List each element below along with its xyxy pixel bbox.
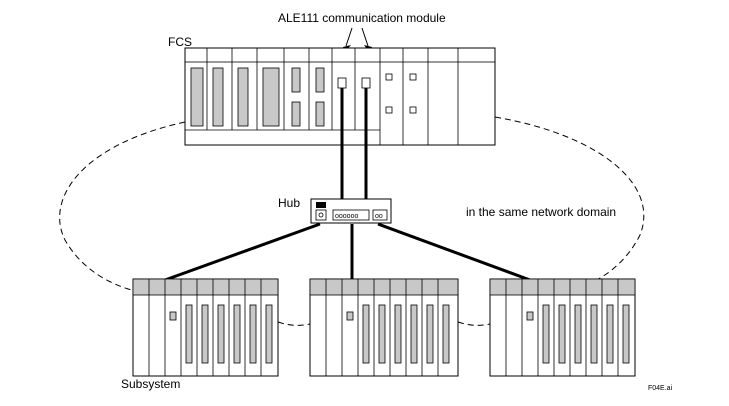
svg-text:oo: oo xyxy=(375,213,383,220)
hub-label: Hub xyxy=(278,196,300,210)
svg-text:oooooo: oooooo xyxy=(335,213,358,220)
fcs-label: FCS xyxy=(168,35,192,49)
figure-id: F04E.ai xyxy=(648,385,673,392)
network-domain-boundary-right xyxy=(494,116,645,286)
subsystem-rack-1 xyxy=(132,278,279,377)
cable-hub-sub3 xyxy=(377,222,531,282)
fcs-rack xyxy=(184,47,496,146)
hub: oooooo oo xyxy=(310,198,392,224)
module-arrow-left xyxy=(345,27,353,47)
subsystem-rack-2 xyxy=(309,278,459,377)
module-arrow-right xyxy=(361,27,369,47)
cable-hub-sub1 xyxy=(164,222,321,282)
domain-label: in the same network domain xyxy=(466,205,616,219)
subsystem-rack-3 xyxy=(489,278,636,377)
module-label: ALE111 communication module xyxy=(278,11,446,25)
subsystem-label: Subsystem xyxy=(121,377,180,391)
network-domain-boundary xyxy=(59,121,186,293)
network-domain-boundary-bottom-right xyxy=(457,321,491,326)
network-domain-boundary-bottom-left xyxy=(277,321,311,326)
